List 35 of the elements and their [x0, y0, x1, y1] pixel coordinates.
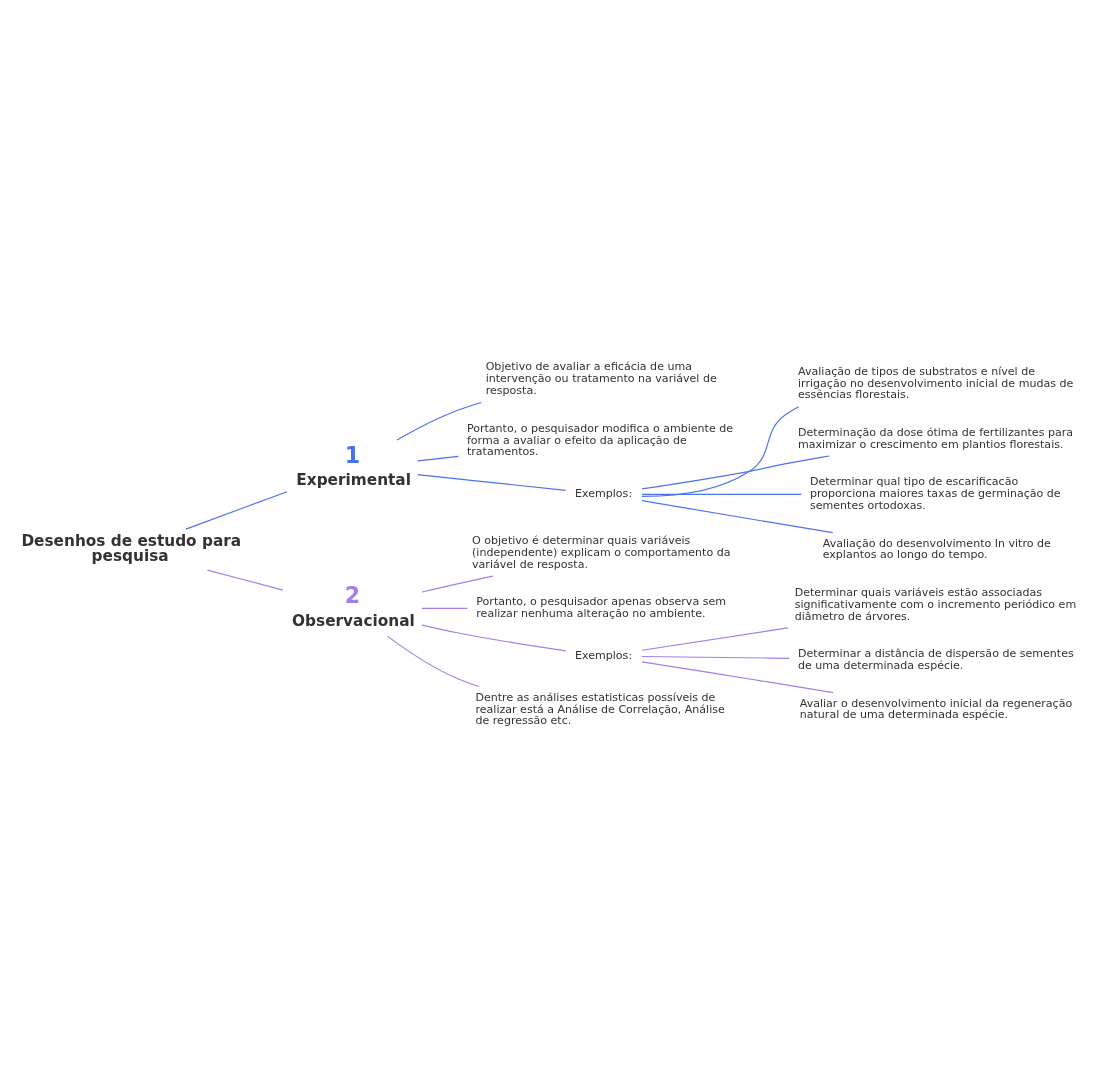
- node-text: Objetivo de avaliar a eficácia de uma intervenção ou tratamento na variável de resposta.: [485, 359, 717, 397]
- connector: [206, 568, 284, 591]
- node-text: Experimental: [296, 470, 411, 489]
- node-label: 2: [344, 581, 361, 608]
- node-label: 1: [344, 441, 361, 468]
- node-text: Determinação da dose ótima de fertilizantes para maximizar o crescimento em plantios florestais.: [798, 425, 1074, 451]
- node-text: Desenhos de estudo para pesquisa: [21, 531, 242, 565]
- node-text: Avaliar o desenvolvimento inicial da regeneração natural de uma determinada espécie.: [799, 696, 1073, 721]
- connector: [396, 401, 482, 441]
- node-text: Observacional: [292, 611, 415, 630]
- node-text: Portanto, o pesquisador apenas observa sem realizar nenhuma alteração no ambiente.: [476, 594, 726, 620]
- connector: [641, 493, 802, 495]
- connector: [641, 499, 834, 533]
- connector: [185, 490, 288, 530]
- node-text: Avaliação do desenvolvimento In vitro de explantos ao longo do tempo.: [822, 536, 1051, 561]
- node-text: Exemplos:: [575, 486, 633, 500]
- connector: [417, 473, 567, 491]
- connector: [641, 655, 790, 659]
- node-text: Exemplos:: [575, 648, 633, 662]
- node-text: Determinar a distância de dispersão de sementes de uma determinada espécie.: [798, 646, 1074, 672]
- connector: [421, 624, 567, 651]
- node-text: Avaliação de tipos de substratos e nível de irrigação no desenvolvimento inicial de mudas de essências florestais.: [798, 364, 1074, 401]
- connector: [421, 607, 468, 609]
- connector: [641, 660, 834, 693]
- node-text: Portanto, o pesquisador modifica o ambiente de forma a avaliar o efeito da aplicação de tratamentos.: [466, 421, 734, 458]
- node-text: Determinar quais variáveis estão associadas significativamente com o incremento periódico em diâmetro de árvores.: [794, 585, 1077, 623]
- node-text: O objetivo é determinar quais variáveis (independente) explicam o comportamento da variável de resposta.: [472, 533, 731, 571]
- connector: [421, 574, 494, 593]
- connector: [641, 405, 800, 497]
- connector: [417, 455, 459, 461]
- connector: [386, 635, 480, 687]
- node-text: Dentre as análises estatisticas possíveis de realizar está a Análise de Correlação, Análise de regressão etc.: [475, 690, 725, 727]
- connector: [641, 626, 789, 651]
- connector: [641, 454, 830, 489]
- node-text: Determinar qual tipo de escarificacão proporciona maiores taxas de germinação de sementes ortodoxas.: [809, 474, 1061, 512]
